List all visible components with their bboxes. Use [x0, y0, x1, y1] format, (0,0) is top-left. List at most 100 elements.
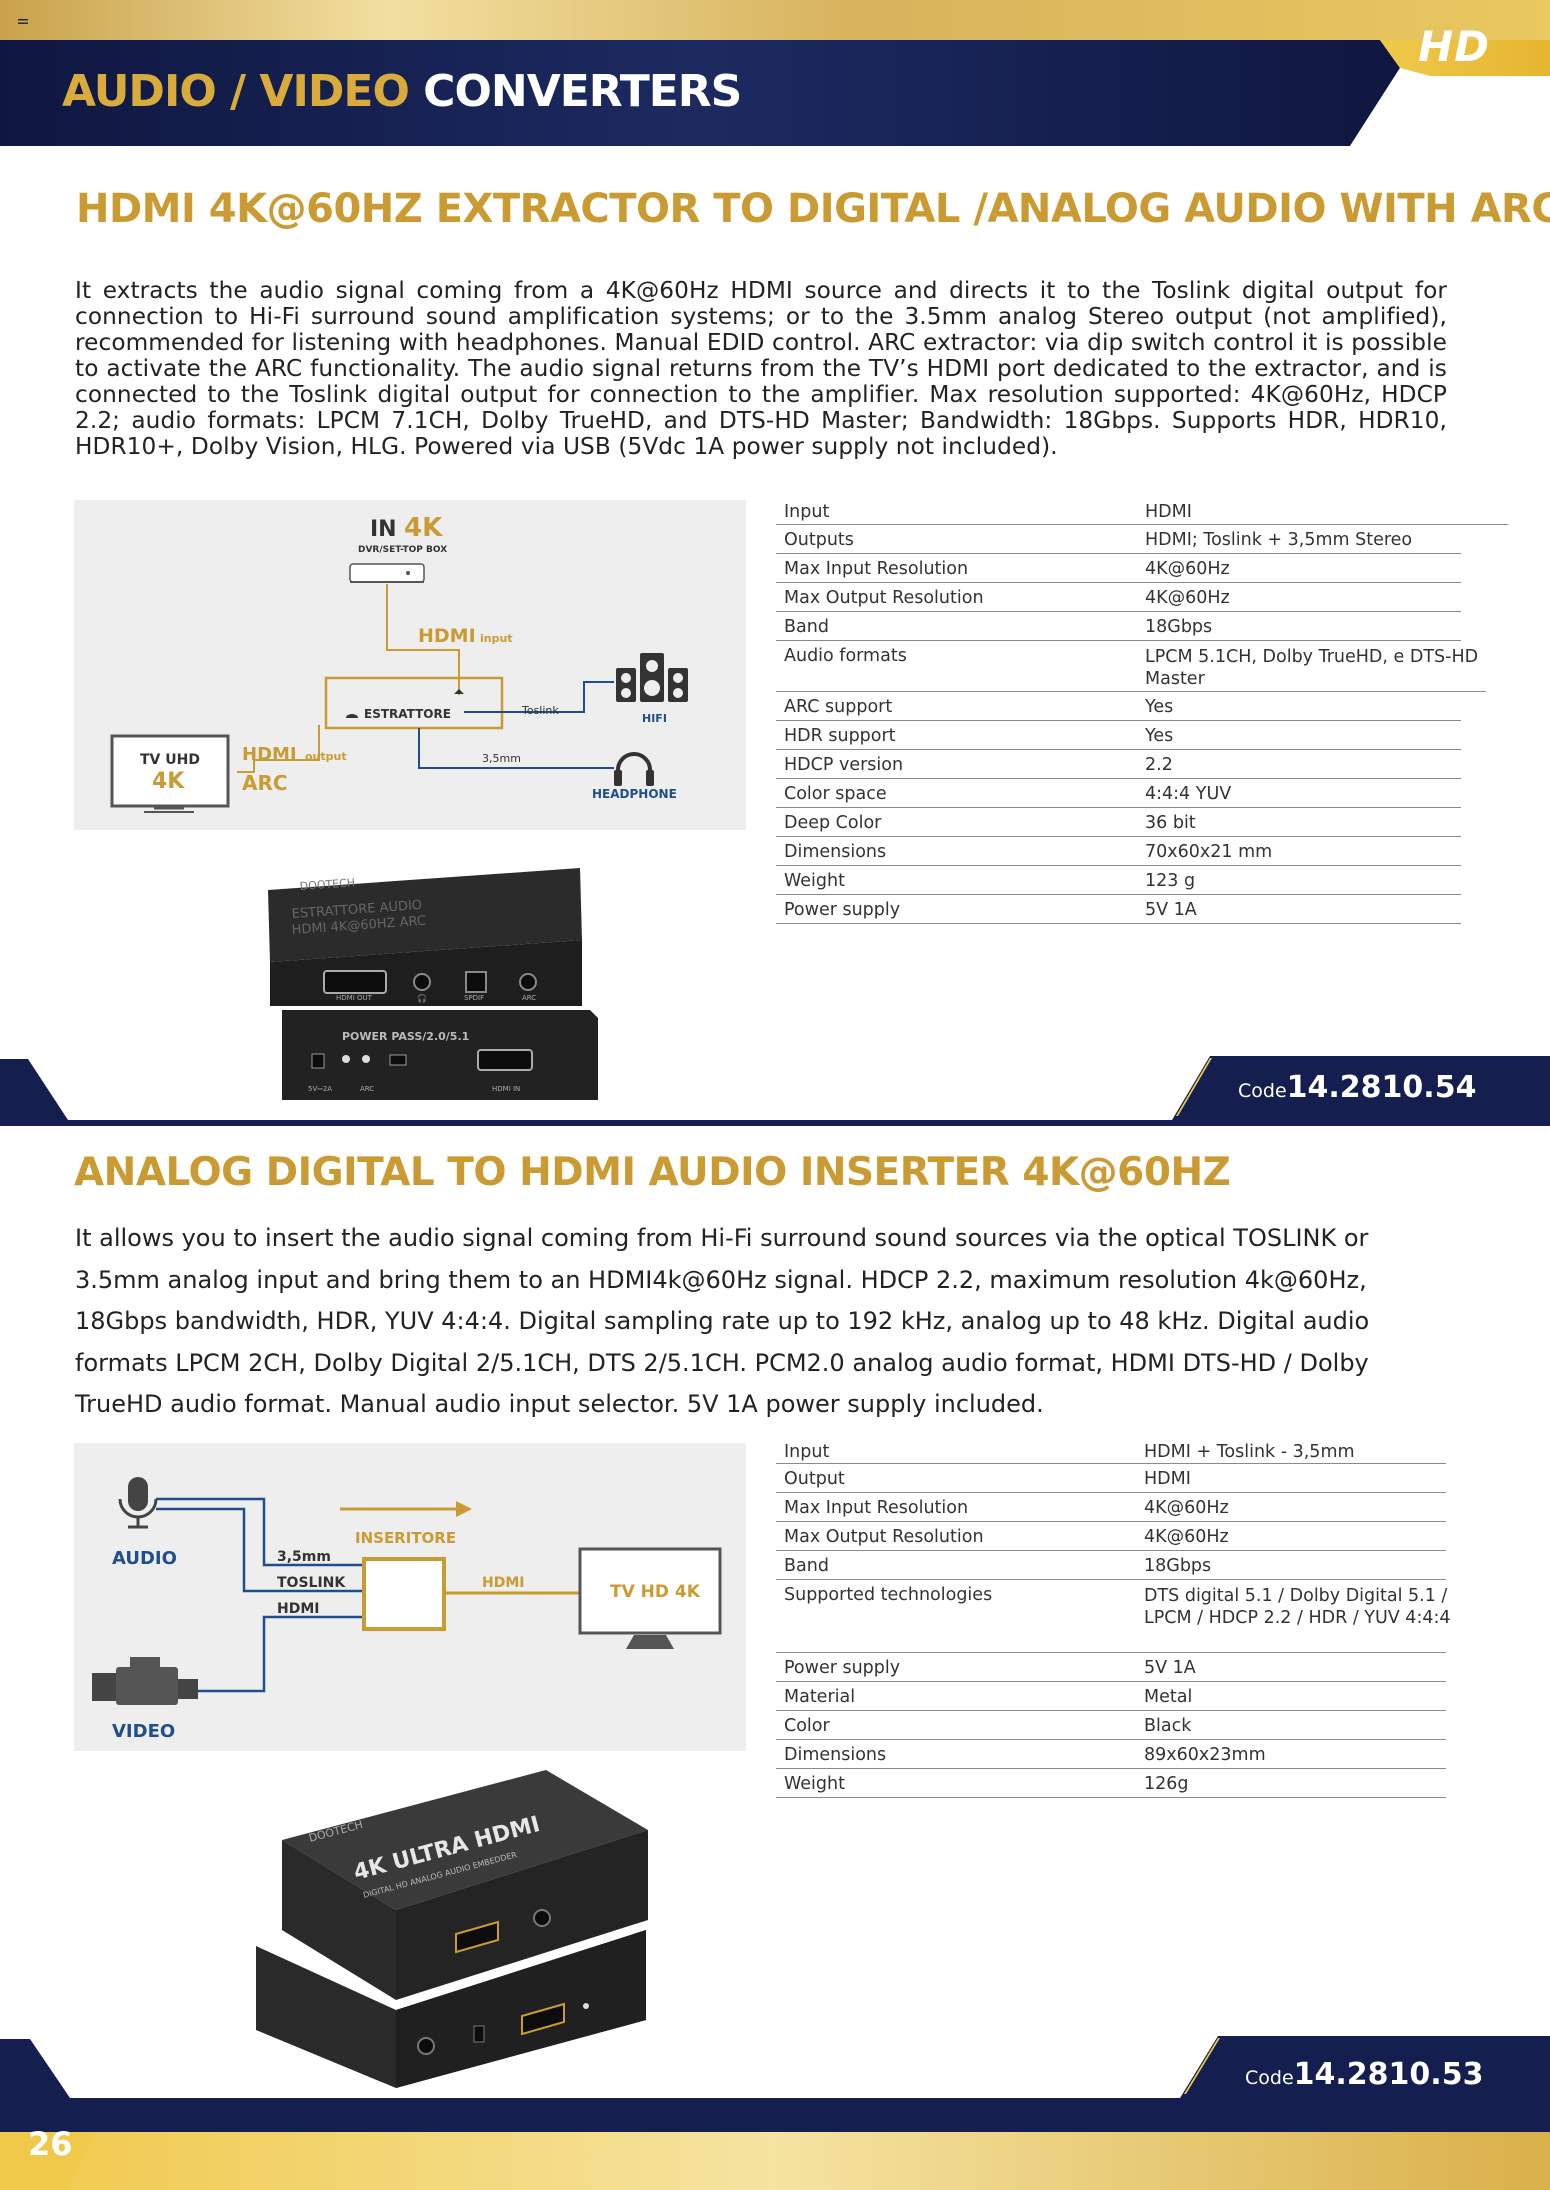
- diagram2-audio-label: AUDIO: [112, 1548, 177, 1569]
- spec-label: Output: [784, 1469, 845, 1489]
- spec-value: 123 g: [1145, 871, 1196, 891]
- spec-label: Color: [784, 1716, 830, 1736]
- hdmi-out-port-icon: [521, 2002, 565, 2036]
- tv-icon: [110, 734, 230, 813]
- spec-value: 89x60x23mm: [1144, 1745, 1266, 1765]
- section-title: AUDIO / VIDEO CONVERTERS: [62, 66, 742, 117]
- spec-row: Color Black: [776, 1711, 1446, 1740]
- diagram-extractor-label: ESTRATTORE: [364, 707, 451, 721]
- diagram-jack-label: 3,5mm: [482, 752, 521, 765]
- diagram2-hdmi-in-label: HDMI: [277, 1601, 319, 1617]
- hamburger-icon[interactable]: [18, 18, 28, 26]
- spec-row: Output HDMI: [776, 1464, 1446, 1493]
- diagram-in-4k: 4K: [404, 513, 443, 543]
- product1-connection-diagram: IN 4K DVR/SET-TOP BOX HDMI input ESTRATT…: [74, 500, 746, 830]
- product1-code-band: [0, 1056, 1550, 1126]
- photo1-port-headphone: 🎧: [417, 993, 427, 1003]
- spec-label: Band: [784, 617, 829, 637]
- spec-label: Max Output Resolution: [784, 1527, 984, 1547]
- diagram-headphone-label: HEADPHONE: [592, 787, 677, 801]
- spec-value: HDMI; Toslink + 3,5mm Stereo: [1145, 530, 1413, 550]
- product2-title: ANALOG DIGITAL TO HDMI AUDIO INSERTER 4K…: [74, 1150, 1231, 1195]
- power-port-icon: [417, 2037, 435, 2055]
- spec-value: Yes: [1145, 726, 1174, 746]
- header-band: [0, 40, 1550, 146]
- product1-photo: DOOTECH ESTRATTORE AUDIO HDMI 4K@60HZ AR…: [268, 868, 598, 1100]
- spec-value: 5V 1A: [1145, 900, 1197, 920]
- spec-label: Color space: [784, 784, 887, 804]
- video-camera-icon: [92, 1657, 198, 1705]
- diagram-toslink-label: Toslink: [521, 704, 559, 717]
- product2-code: Code14.2810.53: [1245, 2057, 1483, 2092]
- header-gold-stripe: [0, 0, 1550, 40]
- spec-label: Supported technologies: [784, 1585, 993, 1605]
- product2-code-band: [0, 2036, 1550, 2190]
- photo1-port-hdmi-out: HDMI OUT: [336, 994, 373, 1002]
- spec-value: HDMI: [1144, 1469, 1191, 1489]
- photo1-port-spdif: SPDIF: [464, 994, 484, 1002]
- spec-value: 4K@60Hz: [1145, 588, 1230, 608]
- photo1-back-label: POWER PASS/2.0/5.1: [342, 1030, 469, 1043]
- spec-value: 4:4:4 YUV: [1145, 784, 1232, 804]
- product1-code-number: 14.2810.54: [1286, 1070, 1477, 1105]
- diagram2-video-label: VIDEO: [112, 1721, 175, 1742]
- spec-label: ARC support: [784, 697, 893, 717]
- arrow-right-icon: [456, 1501, 472, 1517]
- spec-label: Deep Color: [784, 813, 882, 833]
- power-port-icon: [311, 1053, 325, 1069]
- product2-photo: DOOTECH 4K ULTRA HDMI DIGITAL HD ANALOG …: [256, 1770, 648, 2088]
- spec-value: 2.2: [1145, 755, 1173, 775]
- spec-row: Max Output Resolution 4K@60Hz: [776, 1522, 1446, 1551]
- product1-description: It extracts the audio signal coming from…: [75, 277, 1447, 460]
- hdmi-port-icon: [455, 1920, 499, 1954]
- extractor-box: [324, 676, 504, 730]
- spec-label: Weight: [784, 1774, 845, 1794]
- inserter-box: [362, 1557, 446, 1631]
- photo1-back-power: 5V⎓2A: [308, 1085, 332, 1093]
- spec-label: Audio formats: [784, 646, 907, 666]
- product1-code-label: Code: [1238, 1080, 1287, 1102]
- spec-value: 4K@60Hz: [1145, 559, 1230, 579]
- spec-value: HDMI: [1145, 502, 1192, 522]
- spec-label: Dimensions: [784, 842, 887, 862]
- product2-connection-diagram: AUDIO 3,5mm TOSLINK HDMI INSERITORE HDMI…: [74, 1443, 746, 1751]
- photo1-brand: DOOTECH: [299, 876, 355, 893]
- diagram-arc-label: ARC: [242, 771, 288, 795]
- spec-value: 18Gbps: [1145, 617, 1213, 637]
- diagram-hdmi-input-sub: input: [480, 632, 513, 645]
- page-number: 26: [28, 2125, 73, 2163]
- diagram-hdmi-output: HDMI: [242, 744, 297, 765]
- spec-label: Power supply: [784, 900, 901, 920]
- product1-code: Code14.2810.54: [1238, 1070, 1476, 1105]
- product2-code-number: 14.2810.53: [1293, 2057, 1484, 2092]
- photo1-back-hdmi-in: HDMI IN: [492, 1085, 520, 1093]
- product2-code-label: Code: [1245, 2067, 1294, 2089]
- diagram2-hdmi-out-label: HDMI: [482, 1575, 524, 1591]
- spec-row: Color space 4:4:4 YUV: [776, 779, 1461, 808]
- speakers-icon: [616, 653, 688, 702]
- spec-value: Black: [1144, 1716, 1192, 1736]
- spec-value: 4K@60Hz: [1144, 1527, 1229, 1547]
- spec-label: Weight: [784, 871, 845, 891]
- extractor-device-icon: [346, 714, 358, 718]
- diagram-tv-line2: 4K: [152, 769, 185, 794]
- tv-icon: [578, 1547, 722, 1649]
- spec-label: Input: [784, 1442, 830, 1462]
- diagram-source-label: DVR/SET-TOP BOX: [358, 545, 447, 555]
- hdmi-in-port-icon: [477, 1049, 533, 1071]
- product1-title: HDMI 4K@60HZ EXTRACTOR TO DIGITAL /ANALO…: [76, 186, 1550, 232]
- spec-label: Dimensions: [784, 1745, 887, 1765]
- spec-row: Band 18Gbps: [776, 612, 1461, 641]
- audio-jack-icon: [533, 1909, 551, 1927]
